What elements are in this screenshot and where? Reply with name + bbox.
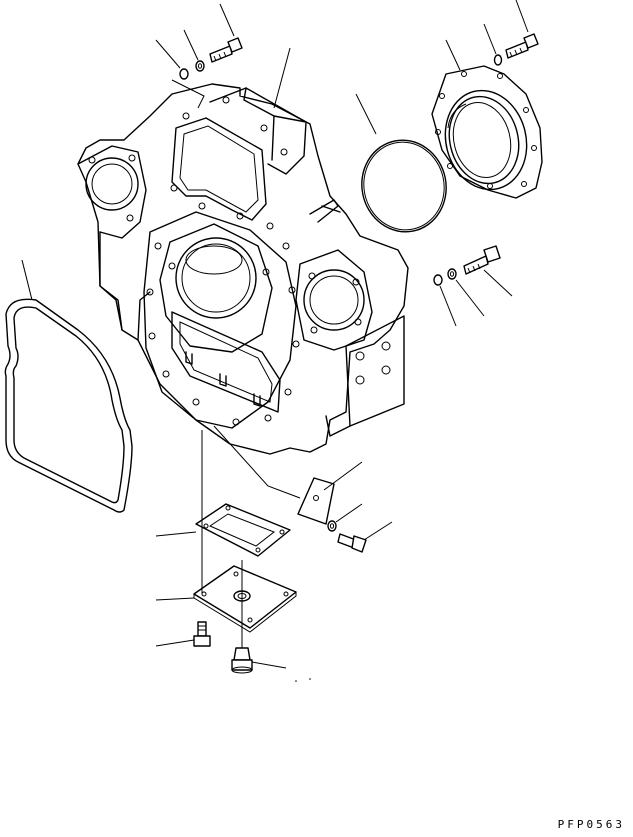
drawing-code: PFP0563 <box>557 818 625 831</box>
housing-leader <box>273 47 291 109</box>
bracket-plate <box>213 425 363 525</box>
o-ring <box>355 93 447 233</box>
housing-bolt <box>209 3 243 63</box>
housing-lockwasher <box>155 39 189 80</box>
retainer-washer <box>483 23 503 66</box>
bracket-bolt <box>337 521 393 553</box>
dot-mark <box>309 678 311 680</box>
dot-mark <box>295 680 297 682</box>
housing-bolt-guide <box>171 79 205 109</box>
oil-seal-retainer <box>431 39 543 199</box>
side-lockwasher <box>433 274 457 327</box>
housing-washer <box>183 29 205 72</box>
cover-bolt <box>155 621 211 647</box>
flywheel-housing <box>77 83 409 455</box>
drain-plug <box>231 647 287 674</box>
inspection-cover <box>155 565 297 633</box>
inspection-cover-gasket <box>155 503 291 557</box>
bracket-washer <box>327 503 363 532</box>
side-bolt <box>463 245 513 297</box>
side-washer <box>447 268 485 317</box>
housing-gasket <box>4 259 133 513</box>
retainer-bolt <box>505 0 539 59</box>
